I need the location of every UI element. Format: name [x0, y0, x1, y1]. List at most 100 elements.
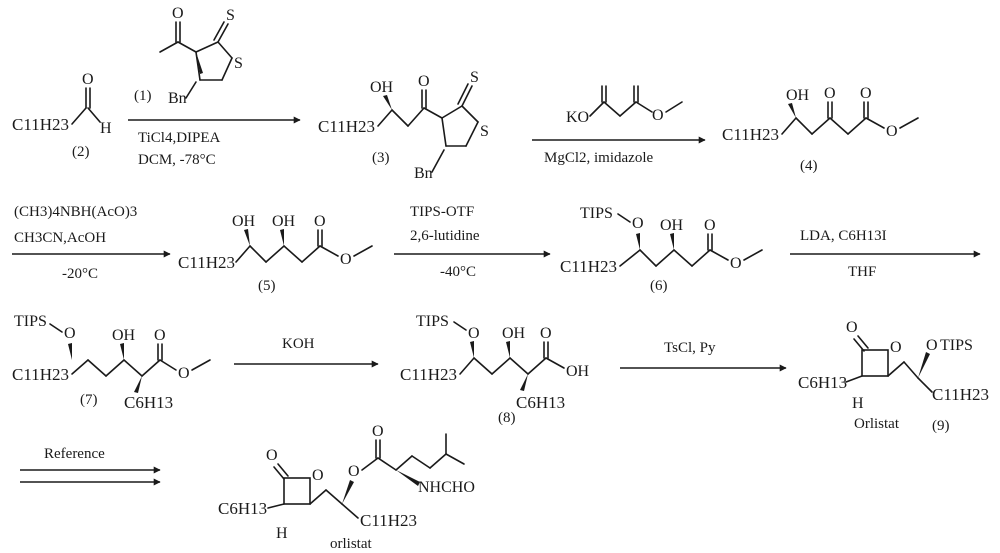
orlistat-formula: C11H23 — [360, 511, 417, 530]
orlistat-side-chain: C6H13 — [218, 499, 267, 518]
step-5: LDA, C6H13I THF — [790, 228, 981, 280]
step-4: TIPS-OTF 2,6-lutidine -40°C — [394, 204, 551, 280]
c9-lactone-oxygen: O — [846, 319, 858, 336]
c6-tips-oxygen: O — [632, 215, 644, 232]
c2-number: (2) — [72, 144, 90, 160]
step-2: KO O MgCl2, imidazole — [532, 85, 706, 166]
c5-ester-oxygen: O — [314, 213, 326, 230]
c8-acid-hydroxyl: OH — [566, 363, 590, 380]
c9-number: (9) — [932, 418, 950, 434]
step-3: (CH3)4NBH(AcO)3 CH3CN,AcOH -20°C — [12, 204, 171, 282]
c6-tips: TIPS — [580, 205, 613, 222]
c9-ring-oxygen: O — [890, 339, 902, 356]
c4-keto-oxygen: O — [824, 85, 836, 102]
c3-formula: C11H23 — [318, 117, 375, 136]
c6-number: (6) — [650, 278, 668, 294]
c3-benzyl: Bn — [414, 165, 433, 182]
compound-2: C11H23 O H (2) — [12, 71, 112, 160]
step-4-condition-3: -40°C — [440, 264, 476, 280]
compound-5: C11H23 OH OH O O (5) — [178, 213, 373, 294]
c1-oxygen: O — [172, 5, 184, 22]
step-4-condition-1: TIPS-OTF — [410, 204, 474, 220]
orlistat-ring-oxygen: O — [312, 467, 324, 484]
c4-formula: C11H23 — [722, 125, 779, 144]
compound-1: O S S Bn (1) — [134, 5, 243, 107]
c9-tips-oxygen: O — [926, 337, 938, 354]
c8-tips: TIPS — [416, 313, 449, 330]
c4-ether-oxygen: O — [886, 123, 898, 140]
c9-side-chain: C6H13 — [798, 373, 847, 392]
c1-thione-s: S — [226, 7, 235, 24]
c8-acid-oxygen: O — [540, 325, 552, 342]
c7-ester-oxygen: O — [154, 327, 166, 344]
c5-formula: C11H23 — [178, 253, 235, 272]
c4-number: (4) — [800, 158, 818, 174]
c1-number: (1) — [134, 88, 152, 104]
c5-ether-oxygen: O — [340, 251, 352, 268]
step-2-condition: MgCl2, imidazole — [544, 150, 653, 166]
c7-formula: C11H23 — [12, 365, 69, 384]
c2-oxygen: O — [82, 71, 94, 88]
step-6: KOH — [234, 336, 379, 368]
step-4-condition-2: 2,6-lutidine — [410, 228, 480, 244]
c5-hydroxyl-1: OH — [232, 213, 256, 230]
compound-6: TIPS O C11H23 OH O O (6) — [560, 205, 763, 294]
c9-name: Orlistat — [854, 416, 900, 432]
compound-orlistat: O O C6H13 H O O NHCHO C11H23 orlistat — [218, 423, 475, 552]
c6-formula: C11H23 — [560, 257, 617, 276]
c9-formula: C11H23 — [932, 385, 989, 404]
c8-side-chain: C6H13 — [516, 393, 565, 412]
c7-hydroxyl: OH — [112, 327, 136, 344]
step-6-condition: KOH — [282, 336, 315, 352]
step-1: TiCl4,DIPEA DCM, -78°C — [128, 116, 301, 168]
orlistat-hydrogen: H — [276, 525, 288, 542]
c4-ester-oxygen: O — [860, 85, 872, 102]
step-7: TsCl, Py — [620, 340, 787, 372]
step-5-condition-1: LDA, C6H13I — [800, 228, 887, 244]
step-3-condition-1: (CH3)4NBH(AcO)3 — [14, 204, 137, 220]
c8-tips-oxygen: O — [468, 325, 480, 342]
step-3-condition-2: CH3CN,AcOH — [14, 230, 106, 246]
step-8: Reference — [20, 446, 161, 486]
c9-tips: TIPS — [940, 337, 973, 354]
c9-hydrogen: H — [852, 395, 864, 412]
c7-tips-oxygen: O — [64, 325, 76, 342]
c1-ring-s: S — [234, 55, 243, 72]
c6-ester-oxygen: O — [704, 217, 716, 234]
c7-side-chain: C6H13 — [124, 393, 173, 412]
orlistat-nhcho: NHCHO — [418, 479, 475, 496]
compound-3: C11H23 OH O S S Bn (3) — [318, 69, 489, 182]
c2-hydrogen: H — [100, 120, 112, 137]
c5-hydroxyl-2: OH — [272, 213, 296, 230]
step-1-condition-1: TiCl4,DIPEA — [138, 130, 221, 146]
orlistat-link-oxygen: O — [348, 463, 360, 480]
step-7-condition: TsCl, Py — [664, 340, 716, 356]
c7-ether-oxygen: O — [178, 365, 190, 382]
c8-hydroxyl: OH — [502, 325, 526, 342]
c3-ring-s: S — [480, 123, 489, 140]
c7-number: (7) — [80, 392, 98, 408]
c3-number: (3) — [372, 150, 390, 166]
c7-tips: TIPS — [14, 313, 47, 330]
step-1-condition-2: DCM, -78°C — [138, 152, 216, 168]
step-2-ether-o: O — [652, 107, 664, 124]
c8-number: (8) — [498, 410, 516, 426]
step-2-potassium-reagent: KO — [566, 109, 589, 126]
c3-thione-s: S — [470, 69, 479, 86]
orlistat-name: orlistat — [330, 536, 372, 552]
orlistat-lactone-oxygen: O — [266, 447, 278, 464]
c1-benzyl: Bn — [168, 90, 187, 107]
c4-hydroxyl: OH — [786, 87, 810, 104]
compound-8: TIPS O C11H23 OH C6H13 O OH (8) — [400, 313, 590, 426]
step-8-condition: Reference — [44, 446, 105, 462]
orlistat-ester-oxygen: O — [372, 423, 384, 440]
c2-formula: C11H23 — [12, 115, 69, 134]
compound-4: C11H23 OH O O O (4) — [722, 85, 919, 174]
step-5-condition-2: THF — [848, 264, 876, 280]
step-3-condition-3: -20°C — [62, 266, 98, 282]
c6-ether-oxygen: O — [730, 255, 742, 272]
c6-hydroxyl: OH — [660, 217, 684, 234]
c5-number: (5) — [258, 278, 276, 294]
compound-9: O O C6H13 H O TIPS C11H23 Orlistat (9) — [798, 319, 989, 434]
